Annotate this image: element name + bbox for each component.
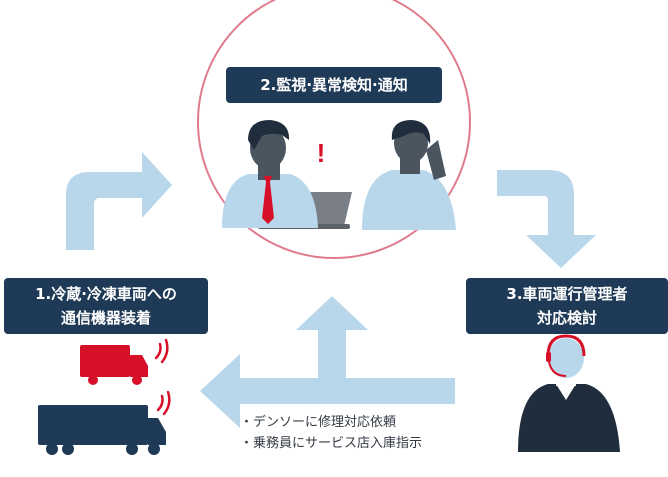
step1-line1: 1.冷蔵·冷凍車両への (35, 285, 177, 303)
note-item: ・デンソーに修理対応依頼 (240, 415, 397, 430)
arrow-to-manager (497, 170, 596, 268)
alert-mark: ! (317, 138, 326, 168)
step2-monitoring-label: 2.監視·異常検知·通知 (226, 67, 442, 103)
refrigerated-truck-red-icon (80, 345, 148, 385)
step3-manager-label: 3.車両運行管理者 対応検討 (466, 278, 668, 334)
note-item: ・乗務員にサービス店入庫指示 (240, 436, 423, 451)
step1-install-label: 1.冷蔵·冷凍車両への 通信機器装着 (4, 278, 208, 334)
step3-line2: 対応検討 (536, 309, 597, 327)
arrow-to-monitoring (66, 152, 172, 250)
monitoring-circle (197, 0, 471, 259)
response-actions-note: ・デンソーに修理対応依頼 ・乗務員にサービス店入庫指示 (240, 412, 422, 454)
signal-icon-lower (156, 390, 171, 416)
operator-person-icon (222, 120, 318, 228)
step3-line1: 3.車両運行管理者 (506, 285, 628, 303)
signal-icon-upper (154, 338, 169, 364)
arrow-response (200, 296, 455, 428)
phone-person-icon (362, 120, 456, 230)
manager-headset-person-icon (518, 334, 620, 452)
frozen-truck-dark-icon (38, 405, 166, 455)
step1-line2: 通信機器装着 (60, 309, 151, 327)
